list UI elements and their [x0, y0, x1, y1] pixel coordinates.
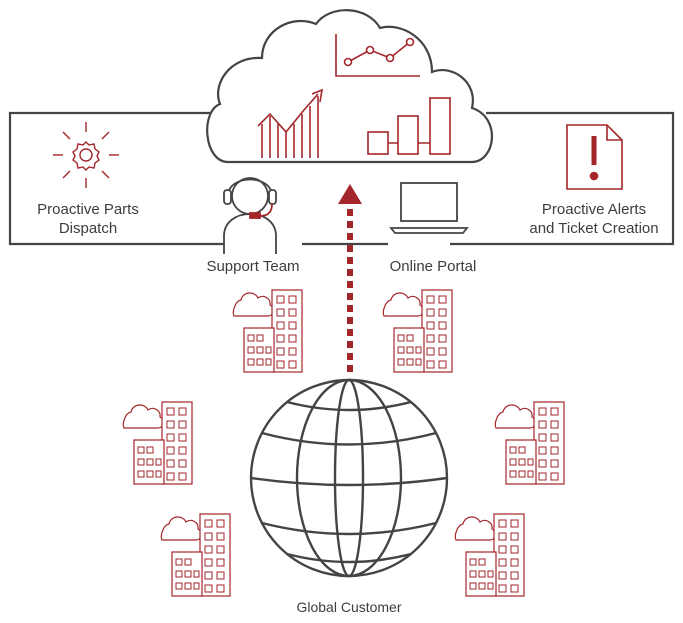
- building-cloud-icon: [160, 513, 231, 597]
- building-cloud-icon: [454, 513, 525, 597]
- headset-person-icon: [223, 177, 277, 254]
- parts-dispatch-label: Proactive Parts Dispatch: [28, 200, 148, 238]
- laptop-icon: [389, 182, 469, 234]
- building-cloud-icon: [232, 289, 303, 373]
- alerts-label-line1: Proactive Alerts: [541, 201, 647, 218]
- alerts-label: Proactive Alerts and Ticket Creation: [518, 200, 670, 238]
- alert-document-icon: [566, 124, 623, 190]
- gear-icon: [53, 122, 119, 188]
- alerts-label-line2: and Ticket Creation: [529, 220, 659, 237]
- bar-chart-icon: [367, 97, 451, 155]
- building-cloud-icon: [382, 289, 453, 373]
- parts-dispatch-label-line2: Dispatch: [58, 220, 118, 237]
- frame-outline: [8, 111, 675, 246]
- trend-chart-icon: [257, 88, 324, 158]
- parts-dispatch-label-line1: Proactive Parts: [37, 201, 139, 218]
- support-team-label: Support Team: [196, 257, 310, 276]
- line-chart-icon: [335, 34, 420, 77]
- building-cloud-icon: [494, 401, 565, 485]
- globe-icon: [249, 378, 449, 578]
- global-customer-label: Global Customer: [296, 599, 402, 615]
- upload-arrow-icon: [338, 184, 362, 372]
- online-portal-label: Online Portal: [378, 257, 488, 276]
- building-cloud-icon: [122, 401, 193, 485]
